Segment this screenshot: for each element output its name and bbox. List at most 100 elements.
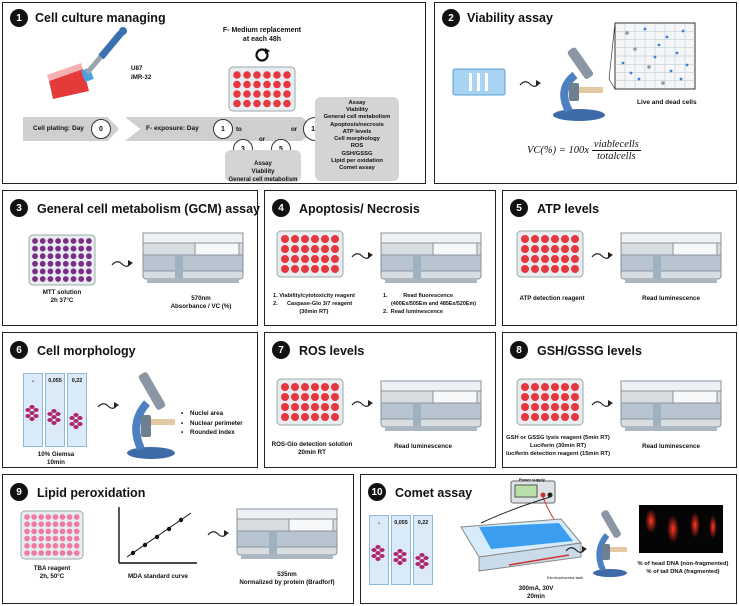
well bbox=[561, 265, 569, 273]
live-dead-label: Live and dead cells bbox=[637, 99, 697, 106]
well bbox=[331, 245, 339, 253]
reader-top bbox=[236, 508, 338, 520]
well bbox=[39, 253, 46, 260]
assay-short-item: Viability bbox=[251, 168, 275, 175]
formula-denominator: totalcells bbox=[597, 151, 636, 162]
reader-slot bbox=[653, 255, 661, 279]
well bbox=[38, 528, 44, 535]
plate-pink-48well bbox=[20, 510, 84, 560]
well bbox=[62, 268, 69, 275]
plate-red-24well bbox=[516, 378, 584, 426]
well bbox=[521, 265, 529, 273]
well bbox=[233, 71, 241, 79]
well bbox=[531, 245, 539, 253]
read-step-1: 1. Read fluorescence bbox=[383, 293, 453, 299]
cell bbox=[73, 419, 79, 423]
panel-ros: 7 ROS levels ROS-Glo detection solution … bbox=[264, 332, 496, 468]
panel-number: 7 bbox=[272, 341, 290, 359]
well bbox=[541, 265, 549, 273]
well bbox=[331, 255, 339, 263]
assay-long-item: Lipid per oxidation bbox=[331, 157, 383, 164]
well bbox=[531, 393, 539, 401]
well bbox=[551, 403, 559, 411]
result-line1: % of head DNA (non-fragmented) bbox=[637, 561, 729, 567]
well bbox=[541, 393, 549, 401]
cell bbox=[77, 416, 83, 420]
flow-arrow-icon bbox=[519, 80, 541, 87]
well bbox=[263, 90, 271, 98]
well bbox=[321, 255, 329, 263]
curve-point bbox=[178, 517, 184, 523]
cell bbox=[375, 557, 381, 561]
plate-reader-icon bbox=[380, 232, 482, 283]
well bbox=[301, 245, 309, 253]
well bbox=[521, 403, 529, 411]
cell bbox=[33, 414, 39, 418]
well bbox=[331, 413, 339, 421]
exposure-label: F- exposure: Day bbox=[146, 125, 199, 132]
cell-dot bbox=[647, 65, 651, 69]
well bbox=[66, 535, 73, 542]
cell-dot bbox=[653, 55, 657, 59]
tank-label: Electrophoresis tank bbox=[547, 575, 584, 580]
well bbox=[86, 238, 92, 244]
well bbox=[73, 543, 80, 549]
well bbox=[273, 99, 281, 108]
cell bbox=[47, 418, 53, 422]
well bbox=[521, 235, 529, 243]
well bbox=[45, 550, 52, 556]
cell-dot bbox=[681, 29, 685, 33]
viability-formula: VC(%) = 100x viablecells totalcells bbox=[527, 139, 641, 162]
reader-base bbox=[241, 555, 333, 559]
formula-numerator: viablecells bbox=[591, 139, 641, 151]
reader-drawer bbox=[142, 254, 244, 272]
well bbox=[66, 550, 73, 556]
well bbox=[253, 90, 261, 98]
well bbox=[70, 245, 77, 252]
well bbox=[78, 260, 85, 267]
well bbox=[66, 514, 73, 520]
plate-purple-96well bbox=[28, 234, 96, 286]
well bbox=[331, 403, 339, 411]
well bbox=[243, 90, 251, 98]
well bbox=[38, 535, 44, 542]
well bbox=[32, 238, 38, 244]
well bbox=[24, 535, 30, 542]
well bbox=[281, 265, 289, 273]
well bbox=[551, 383, 559, 391]
well bbox=[38, 514, 44, 520]
well bbox=[62, 245, 69, 252]
cell-dot bbox=[643, 27, 647, 31]
reagent-line1: TBA reagent bbox=[33, 565, 71, 572]
stain-line2: 10min bbox=[47, 459, 65, 466]
slide-control: - bbox=[23, 373, 43, 447]
well bbox=[311, 413, 319, 421]
well bbox=[78, 238, 85, 244]
cell-dot bbox=[669, 69, 673, 73]
well bbox=[551, 393, 559, 401]
assay-long-item: ROS bbox=[350, 143, 364, 150]
plate-reader-icon bbox=[620, 232, 722, 283]
well bbox=[273, 90, 281, 98]
well bbox=[551, 265, 559, 273]
read-line2: Normalized by protein (Bradforf) bbox=[239, 579, 335, 586]
panel-atp: 5 ATP levels ATP detection reagent Read … bbox=[502, 190, 737, 326]
plate-red-24well bbox=[228, 66, 296, 112]
reagent-line2: 20min RT bbox=[298, 449, 326, 456]
well bbox=[321, 393, 329, 401]
well bbox=[531, 413, 539, 421]
well bbox=[31, 521, 37, 527]
cell bbox=[375, 545, 381, 549]
well bbox=[311, 265, 319, 273]
well bbox=[331, 235, 339, 243]
well bbox=[59, 521, 66, 527]
well bbox=[70, 260, 77, 267]
well bbox=[31, 528, 37, 535]
reader-top bbox=[380, 380, 482, 392]
panel-number: 3 bbox=[10, 199, 28, 217]
well bbox=[66, 528, 73, 535]
curve-point bbox=[166, 526, 172, 532]
well bbox=[70, 276, 77, 282]
panel-number: 1 bbox=[10, 9, 28, 27]
well bbox=[45, 535, 52, 542]
